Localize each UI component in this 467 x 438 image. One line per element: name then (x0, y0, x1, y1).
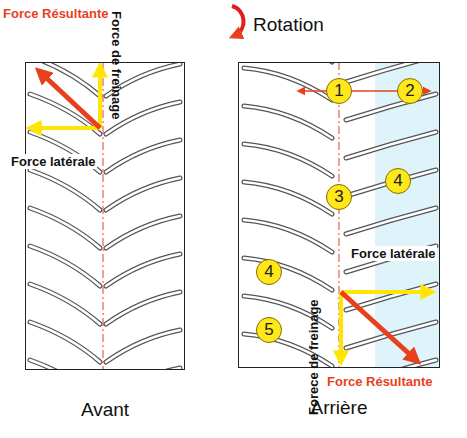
callout-number: 2 (397, 78, 423, 104)
callout-number: 3 (326, 184, 352, 210)
callout-number: 4 (264, 262, 273, 282)
force-label: Force latérale (10, 154, 97, 169)
callout-number: 5 (264, 320, 273, 340)
tread-panel: Arrière123445 (238, 62, 440, 368)
callout-number: 1 (334, 81, 343, 101)
callout-number: 4 (256, 259, 282, 285)
force-label: Force latérale (350, 246, 437, 261)
callout-number: 4 (385, 168, 411, 194)
callout-number: 1 (326, 78, 352, 104)
resultant-label: Force Résultante (2, 6, 109, 21)
tread-panel: Avant (25, 62, 185, 370)
callout-number: 4 (393, 171, 402, 191)
panel-heading: Arrière (239, 397, 439, 419)
callout-number: 5 (256, 317, 282, 343)
callout-number: 2 (405, 81, 414, 101)
panel-heading: Avant (26, 399, 184, 421)
callout-number: 3 (334, 187, 343, 207)
force-label: Rotation (252, 14, 325, 36)
force-label-vertical: Forece de freinage (306, 298, 321, 416)
force-label-vertical: Force de freinage (109, 10, 124, 120)
resultant-label: Force Résultante (326, 374, 433, 389)
